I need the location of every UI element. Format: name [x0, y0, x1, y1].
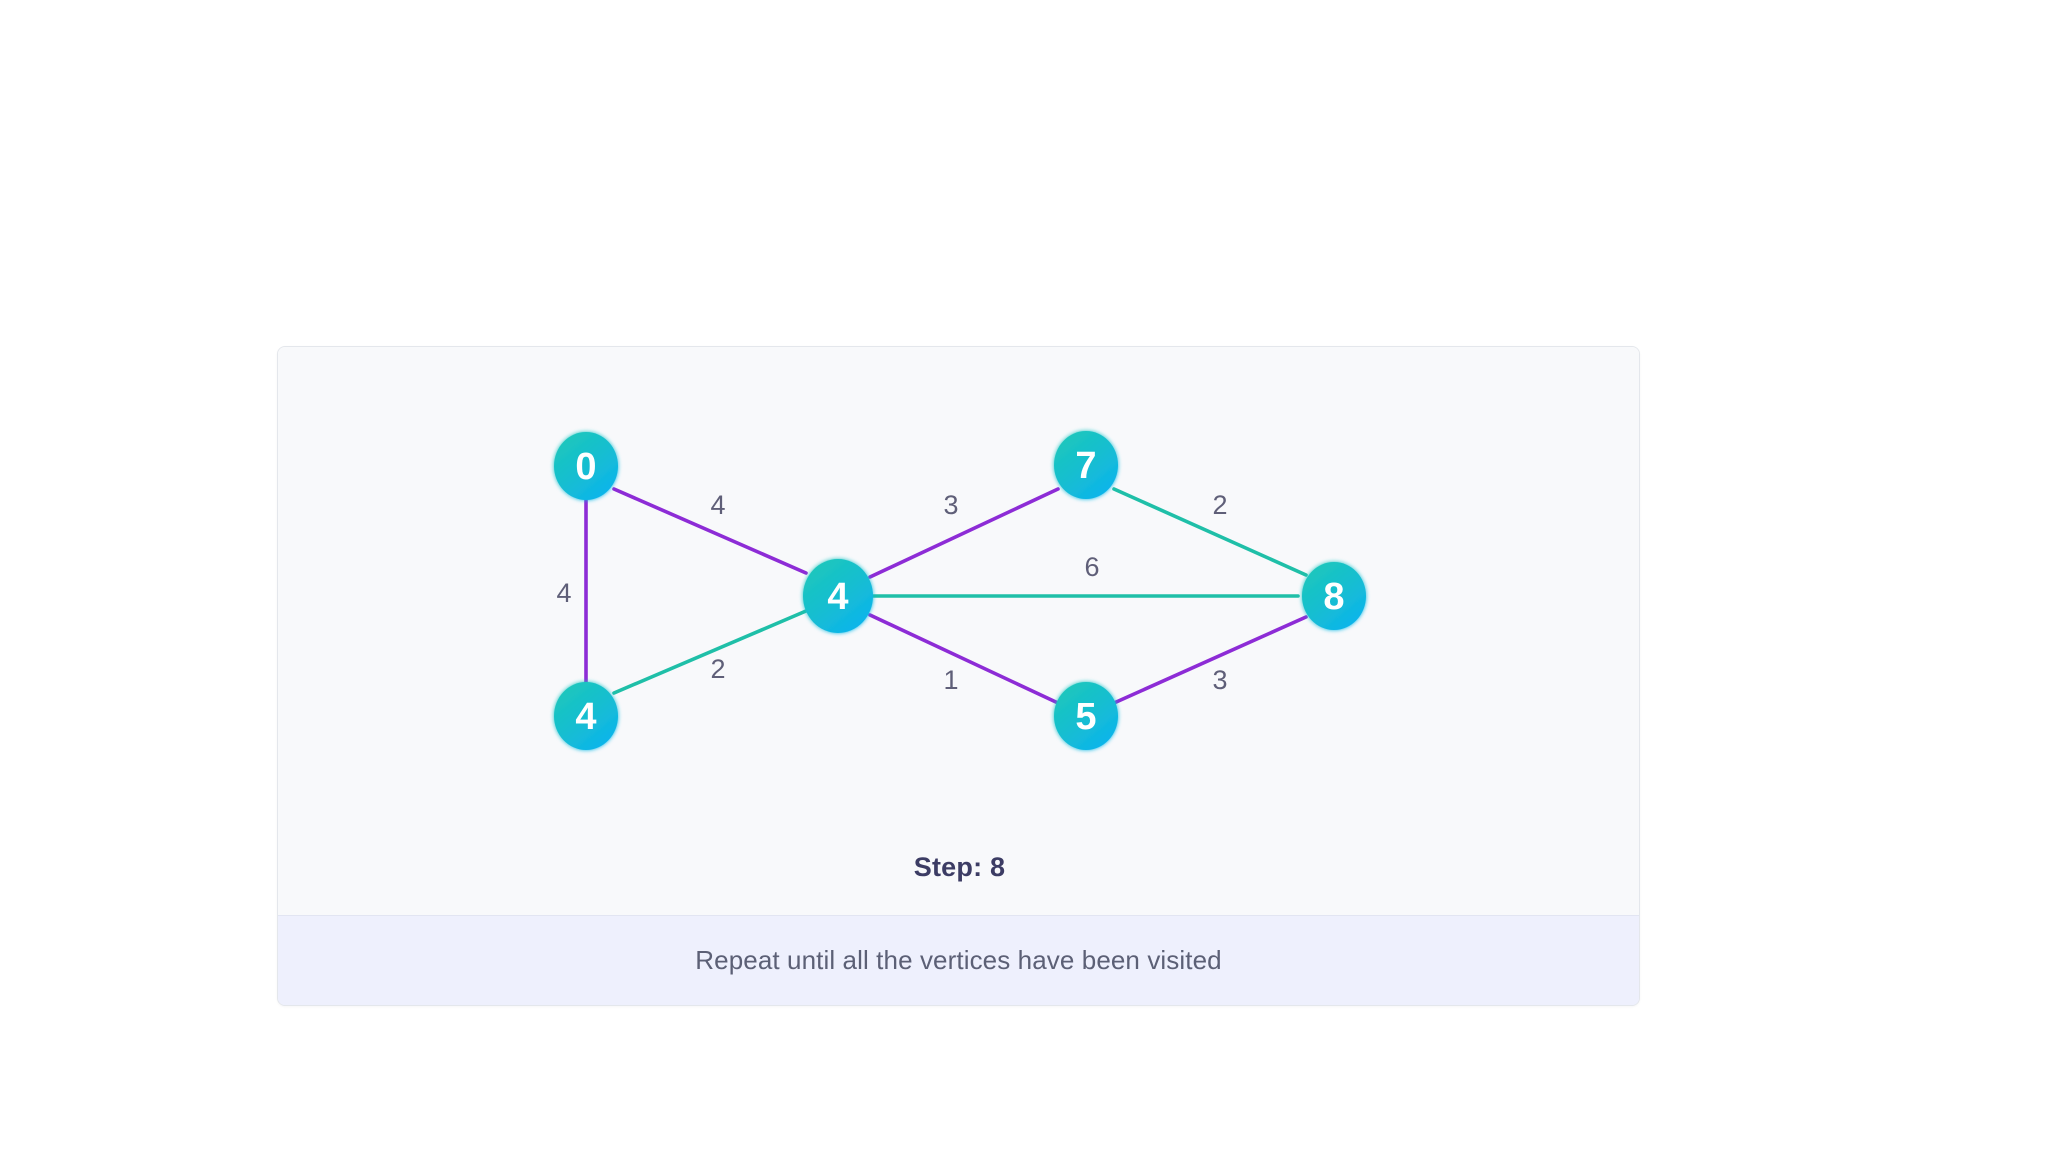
edge-4a-4c[interactable] [612, 609, 808, 695]
edge-weight-label: 2 [710, 654, 725, 684]
edge-weight-label: 4 [710, 490, 725, 520]
edge-4c-7[interactable] [868, 487, 1060, 579]
edge-4c-5[interactable] [868, 613, 1060, 705]
algorithm-caption: Repeat until all the vertices have been … [278, 915, 1639, 1005]
edge-weight-label: 3 [943, 490, 958, 520]
graph-node-label: 0 [575, 446, 596, 488]
graph-edge-weights: 4 4 2 3 6 1 2 3 [556, 490, 1227, 695]
edge-0-4c[interactable] [612, 487, 808, 575]
graph-node-0[interactable]: 0 [554, 432, 618, 500]
graph-svg: 4 4 2 3 6 1 2 3 0 4 [554, 431, 1366, 750]
graph-visualization-card: 4 4 2 3 6 1 2 3 0 4 [277, 346, 1640, 1006]
graph-node-5[interactable]: 5 [1054, 682, 1118, 750]
graph-edges [584, 464, 1308, 718]
graph-node-7[interactable]: 7 [1054, 431, 1118, 499]
graph-node-label: 7 [1075, 445, 1096, 487]
graph-nodes: 0 4 4 7 5 [554, 431, 1366, 750]
graph-node-label: 8 [1323, 576, 1344, 618]
edge-weight-label: 2 [1212, 490, 1227, 520]
graph-node-label: 5 [1075, 696, 1096, 738]
edge-weight-label: 1 [943, 665, 958, 695]
graph-node-4-left[interactable]: 4 [554, 682, 618, 750]
graph-node-4-center[interactable]: 4 [803, 559, 873, 633]
edge-7-8[interactable] [1112, 487, 1308, 577]
edge-weight-label: 6 [1084, 552, 1099, 582]
step-indicator: Step: 8 [913, 852, 1006, 882]
graph-canvas[interactable]: 4 4 2 3 6 1 2 3 0 4 [278, 347, 1639, 915]
graph-node-label: 4 [575, 696, 596, 738]
edge-weight-label: 4 [556, 578, 571, 608]
graph-node-label: 4 [827, 576, 848, 618]
graph-node-8[interactable]: 8 [1302, 562, 1366, 630]
edge-weight-label: 3 [1212, 665, 1227, 695]
edge-5-8[interactable] [1112, 615, 1308, 705]
